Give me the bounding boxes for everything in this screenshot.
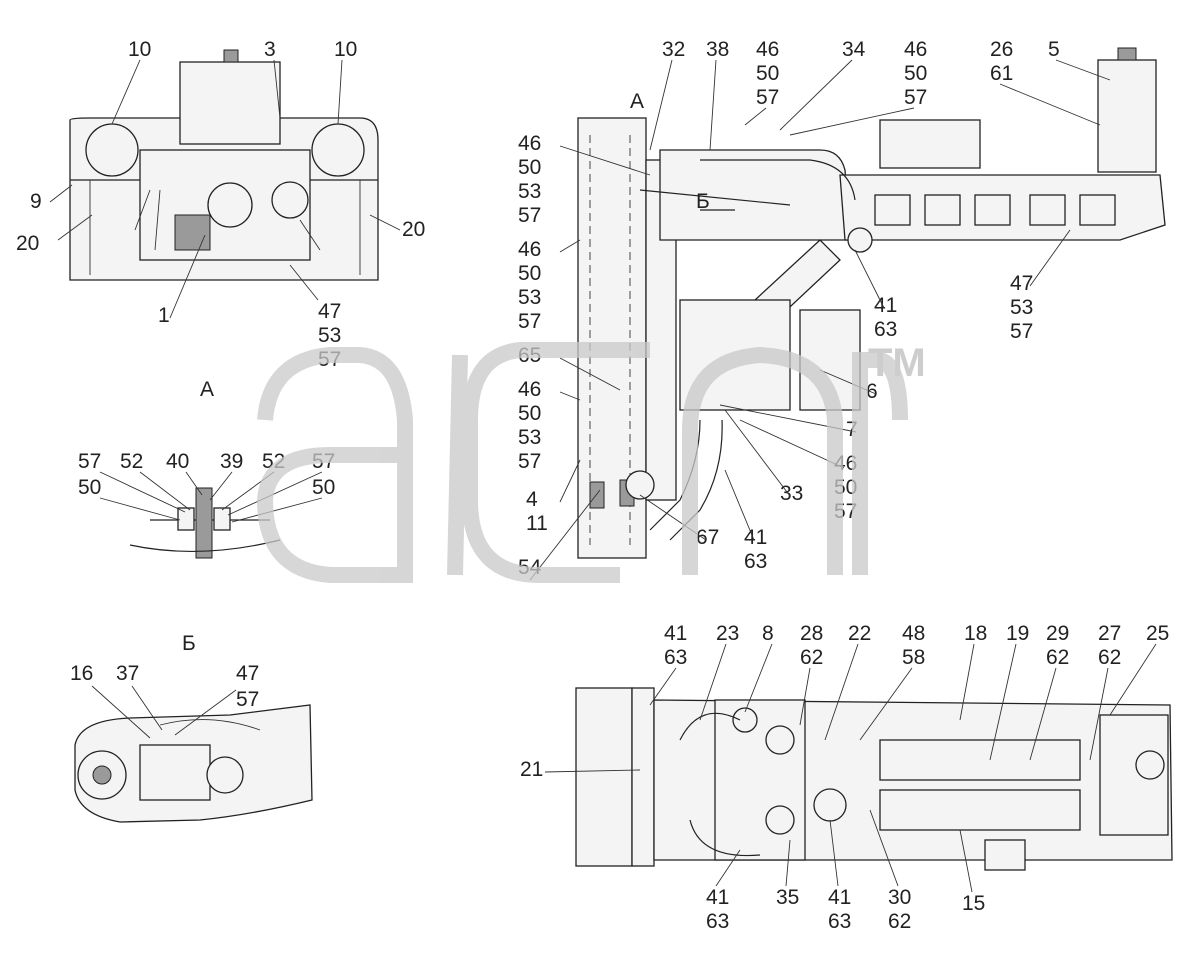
- callout-b19: 19: [1006, 622, 1029, 645]
- callout-46-top2: 46: [904, 38, 927, 61]
- callout-63-mid: 63: [874, 318, 897, 341]
- callout-b25: 25: [1146, 622, 1169, 645]
- watermark: TM: [256, 341, 926, 583]
- view-b-callouts: 16 37 47 57: [70, 662, 259, 739]
- callout-5: 5: [1048, 38, 1060, 61]
- callout-53-l1: 53: [518, 180, 541, 203]
- callout-9: 9: [30, 190, 42, 213]
- callout-b-57: 57: [236, 688, 259, 711]
- callout-a-40: 40: [166, 450, 189, 473]
- callout-20a: 20: [16, 232, 39, 255]
- callout-38: 38: [706, 38, 729, 61]
- callout-a-39: 39: [220, 450, 243, 473]
- callout-46-l2: 46: [518, 238, 541, 261]
- callout-10b: 10: [334, 38, 357, 61]
- callout-bl41a: 41: [706, 886, 729, 909]
- callout-50-l3: 50: [518, 402, 541, 425]
- bottom-view: [575, 687, 1173, 871]
- callout-57-l1: 57: [518, 204, 541, 227]
- callout-57-l2: 57: [518, 310, 541, 333]
- callout-50-l1: 50: [518, 156, 541, 179]
- callout-b62b: 62: [1046, 646, 1069, 669]
- callout-bl63a: 63: [706, 910, 729, 933]
- callout-10a: 10: [128, 38, 151, 61]
- callout-1: 1: [158, 304, 170, 327]
- callout-46-top1: 46: [756, 38, 779, 61]
- callout-6: 6: [866, 380, 878, 403]
- view-a: А 57 52 40 39 52 57 50 50: [78, 378, 335, 559]
- callout-b-47: 47: [236, 662, 259, 685]
- callout-46-l1: 46: [518, 132, 541, 155]
- view-b: Б 16 37 47 57: [70, 632, 313, 823]
- bottom-callouts: 41 63 23 8 28 62 22 48 58 18 19 29 62 27…: [520, 622, 1169, 933]
- callout-7: 7: [846, 418, 858, 441]
- callout-53-l3: 53: [518, 426, 541, 449]
- view-b-arrow-label: Б: [696, 190, 710, 213]
- callout-a-57a: 57: [78, 450, 101, 473]
- callout-b8: 8: [762, 622, 774, 645]
- callout-b27: 27: [1098, 622, 1121, 645]
- callout-47-side: 47: [1010, 272, 1033, 295]
- callout-4: 4: [526, 488, 538, 511]
- callout-53-l2: 53: [518, 286, 541, 309]
- callout-b29: 29: [1046, 622, 1069, 645]
- callout-47-front: 47: [318, 300, 341, 323]
- view-a-label: А: [200, 378, 214, 401]
- watermark-tm: TM: [868, 341, 926, 385]
- callout-32: 32: [662, 38, 685, 61]
- callout-b41: 41: [664, 622, 687, 645]
- callout-bl15: 15: [962, 892, 985, 915]
- callout-b21: 21: [520, 758, 543, 781]
- front-callouts: 10 3 10 9 20 20 1 47 53 57: [16, 38, 425, 371]
- callout-33: 33: [780, 482, 803, 505]
- callout-67: 67: [696, 526, 719, 549]
- callout-b58: 58: [902, 646, 925, 669]
- callout-20b: 20: [402, 218, 425, 241]
- callout-50-top2: 50: [904, 62, 927, 85]
- callout-a-50b: 50: [312, 476, 335, 499]
- callout-b62a: 62: [800, 646, 823, 669]
- callout-a-50a: 50: [78, 476, 101, 499]
- callout-41-mid: 41: [874, 294, 897, 317]
- side-callouts: А Б 32 38 34 46 50 57 46 50 57 26 61 5 4…: [518, 38, 1111, 581]
- callout-53-front: 53: [318, 324, 341, 347]
- callout-b-37: 37: [116, 662, 139, 685]
- callout-11: 11: [526, 512, 548, 535]
- callout-b48: 48: [902, 622, 925, 645]
- callout-b62c: 62: [1098, 646, 1121, 669]
- view-b-label: Б: [182, 632, 196, 655]
- callout-57-top1: 57: [756, 86, 779, 109]
- callout-bl35: 35: [776, 886, 799, 909]
- callout-63-low: 63: [744, 550, 767, 573]
- callout-57-top2: 57: [904, 86, 927, 109]
- front-view: [69, 49, 379, 281]
- callout-bl30: 30: [888, 886, 911, 909]
- side-view: [577, 47, 1166, 559]
- callout-b23: 23: [716, 622, 739, 645]
- callout-50-l2: 50: [518, 262, 541, 285]
- callout-61: 61: [990, 62, 1013, 85]
- callout-bl41b: 41: [828, 886, 851, 909]
- view-a-arrow-label: А: [630, 90, 644, 113]
- callout-b18: 18: [964, 622, 987, 645]
- callout-53-side: 53: [1010, 296, 1033, 319]
- callout-41-low: 41: [744, 526, 767, 549]
- callout-57-side: 57: [1010, 320, 1033, 343]
- callout-bl62: 62: [888, 910, 911, 933]
- callout-46-l3: 46: [518, 378, 541, 401]
- callout-57-l3: 57: [518, 450, 541, 473]
- callout-50-top1: 50: [756, 62, 779, 85]
- callout-34: 34: [842, 38, 866, 61]
- callout-3: 3: [264, 38, 276, 61]
- callout-b22: 22: [848, 622, 871, 645]
- callout-b63: 63: [664, 646, 687, 669]
- callout-bl63b: 63: [828, 910, 851, 933]
- callout-b28: 28: [800, 622, 823, 645]
- callout-b-16: 16: [70, 662, 93, 685]
- callout-26: 26: [990, 38, 1013, 61]
- callout-a-52a: 52: [120, 450, 143, 473]
